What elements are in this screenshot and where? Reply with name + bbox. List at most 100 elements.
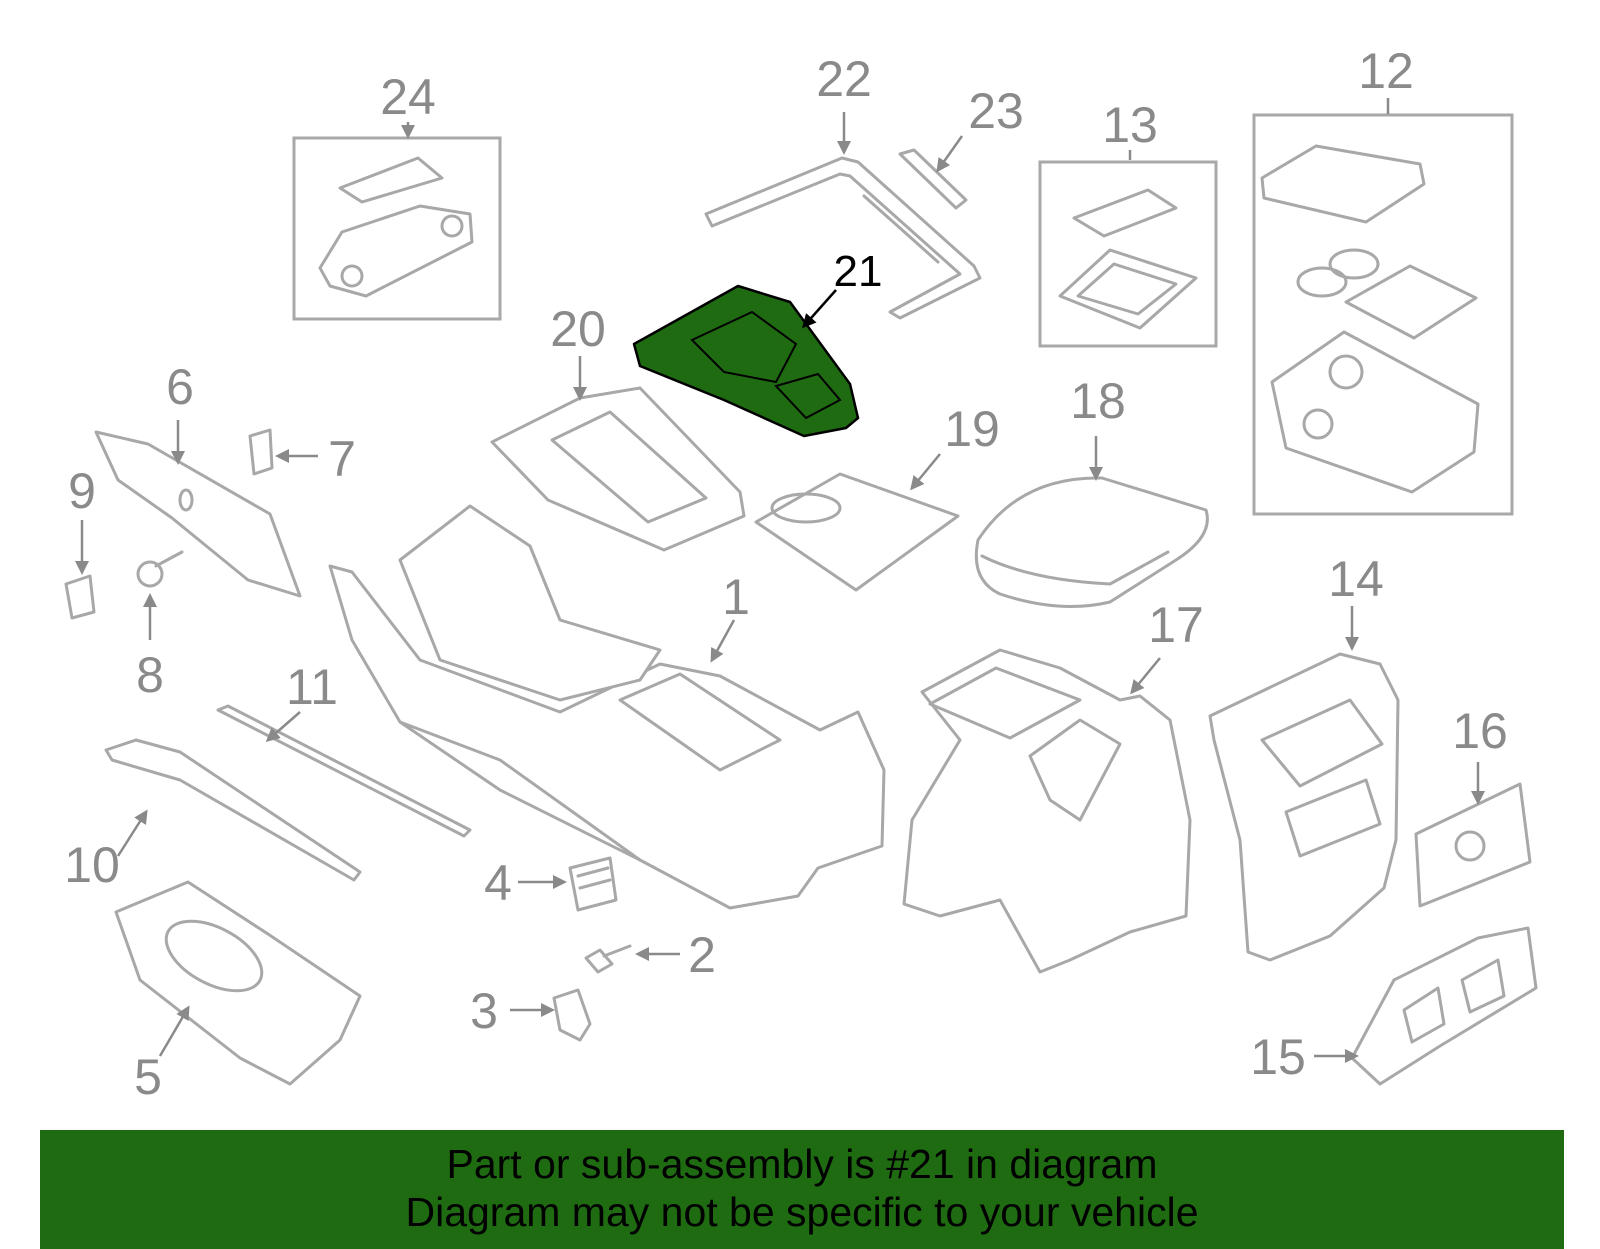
- callout-23: 23: [968, 83, 1024, 139]
- part-3-clip: [552, 988, 592, 1042]
- part-17-group: [902, 648, 1192, 974]
- leader-23: [936, 135, 964, 173]
- part-1-console: [328, 564, 886, 910]
- part-13-group: [1038, 160, 1218, 348]
- part-5-bezel: [114, 880, 362, 1086]
- part-5-group: [114, 880, 362, 1086]
- part-21-highlighted[interactable]: [632, 284, 860, 438]
- leader-19: [910, 453, 941, 491]
- part-10-side-trim: [104, 738, 362, 882]
- part-17-top-tray: [928, 666, 1082, 740]
- part-2-bolt: [584, 944, 632, 974]
- part-14-rear-panel: [1208, 652, 1400, 962]
- callout-12: 12: [1358, 43, 1414, 99]
- callout-24: 24: [380, 69, 436, 125]
- part-12-group: [1252, 113, 1514, 516]
- part-4-vent: [568, 856, 618, 912]
- part-21-pocket: [774, 372, 842, 420]
- leader-17: [1130, 657, 1161, 695]
- part-17-arch: [1028, 718, 1122, 822]
- callout-6: 6: [166, 359, 194, 415]
- part-24-group: [292, 136, 502, 321]
- part-12-cup-front: [1302, 408, 1334, 440]
- part-19-group: [754, 472, 960, 592]
- part-6-hole: [178, 488, 194, 512]
- part-7-clip: [248, 428, 274, 476]
- part-14-vent-opening: [1284, 778, 1382, 858]
- banner-line-part: Part or sub-assembly is #21 in diagram: [446, 1140, 1158, 1187]
- part-18-group: [974, 476, 1209, 608]
- callout-21: 21: [834, 247, 883, 296]
- part-14-screen-opening: [1260, 698, 1384, 788]
- leader-5: [158, 1005, 190, 1057]
- part-11-trim-strip: [216, 704, 472, 838]
- part-14-group: [1208, 652, 1400, 962]
- part-16-bezel: [1414, 782, 1532, 908]
- part-12-mat: [1344, 264, 1478, 340]
- part-1-upper-structure: [398, 504, 662, 702]
- part-24-tray: [318, 204, 474, 298]
- part-24-cupholder-left: [340, 264, 364, 288]
- part-15-vent-left: [1402, 986, 1446, 1044]
- part-22-group: [704, 156, 982, 320]
- callout-10: 10: [64, 837, 120, 893]
- part-12-ring-right: [1328, 248, 1380, 280]
- part-24-cupholder-right: [440, 214, 464, 238]
- part-20-group: [490, 386, 746, 552]
- part-16-group: [1414, 782, 1532, 908]
- part-12-ring-left: [1296, 266, 1348, 298]
- part-13-bin: [1058, 248, 1198, 330]
- part-19-opening: [770, 492, 842, 524]
- callout-3: 3: [470, 983, 498, 1039]
- part-8-screw: [136, 550, 184, 588]
- callout-9: 9: [68, 463, 96, 519]
- callout-15: 15: [1250, 1029, 1306, 1085]
- part-24-frame: [292, 136, 502, 321]
- part-12-tray: [1260, 144, 1426, 224]
- part-22-detail: [862, 194, 940, 264]
- leader-11: [265, 711, 301, 742]
- part-12-frame: [1252, 113, 1514, 516]
- part-17-rear-structure: [902, 648, 1192, 974]
- leader-21: [802, 289, 837, 329]
- part-21-opening: [690, 310, 798, 384]
- part-13-frame: [1038, 160, 1218, 348]
- callout-18: 18: [1070, 373, 1126, 429]
- part-15-vent-right: [1460, 958, 1506, 1014]
- part-13-bin-inner: [1076, 262, 1178, 316]
- leader-1: [710, 619, 736, 663]
- callout-19: 19: [944, 401, 1000, 457]
- part-12-cup-rear: [1328, 354, 1364, 390]
- part-16-opening: [1454, 830, 1486, 862]
- part-9-cap: [64, 574, 96, 620]
- leader-10: [116, 809, 148, 857]
- callout-1: 1: [722, 569, 750, 625]
- callout-7: 7: [328, 431, 356, 487]
- callout-16: 16: [1452, 703, 1508, 759]
- info-banner: Part or sub-assembly is #21 in diagram D…: [40, 1130, 1564, 1249]
- callout-20: 20: [550, 301, 606, 357]
- part-1-bin: [618, 672, 782, 772]
- part-1-seam: [398, 720, 642, 862]
- callout-22: 22: [816, 51, 872, 107]
- callout-8: 8: [136, 647, 164, 703]
- part-1-group: [328, 504, 886, 910]
- part-13-mat: [1072, 188, 1178, 238]
- callout-11: 11: [286, 659, 338, 715]
- callout-5: 5: [134, 1049, 162, 1105]
- part-23-strip: [898, 148, 968, 210]
- part-15-group: [1350, 926, 1538, 1086]
- part-19-panel: [754, 472, 960, 592]
- callout-17: 17: [1148, 597, 1204, 653]
- part-18-armrest-lid: [974, 476, 1209, 608]
- callout-4: 4: [484, 855, 512, 911]
- part-6-side-panel: [94, 430, 302, 598]
- part-24-lid: [338, 156, 444, 204]
- banner-line-disclaimer: Diagram may not be specific to your vehi…: [405, 1188, 1199, 1235]
- part-18-seam: [980, 550, 1170, 586]
- part-5-opening: [164, 919, 264, 993]
- part-15-rear-vent: [1350, 926, 1538, 1086]
- part-22-trim: [704, 156, 982, 320]
- part-12-base: [1270, 330, 1480, 494]
